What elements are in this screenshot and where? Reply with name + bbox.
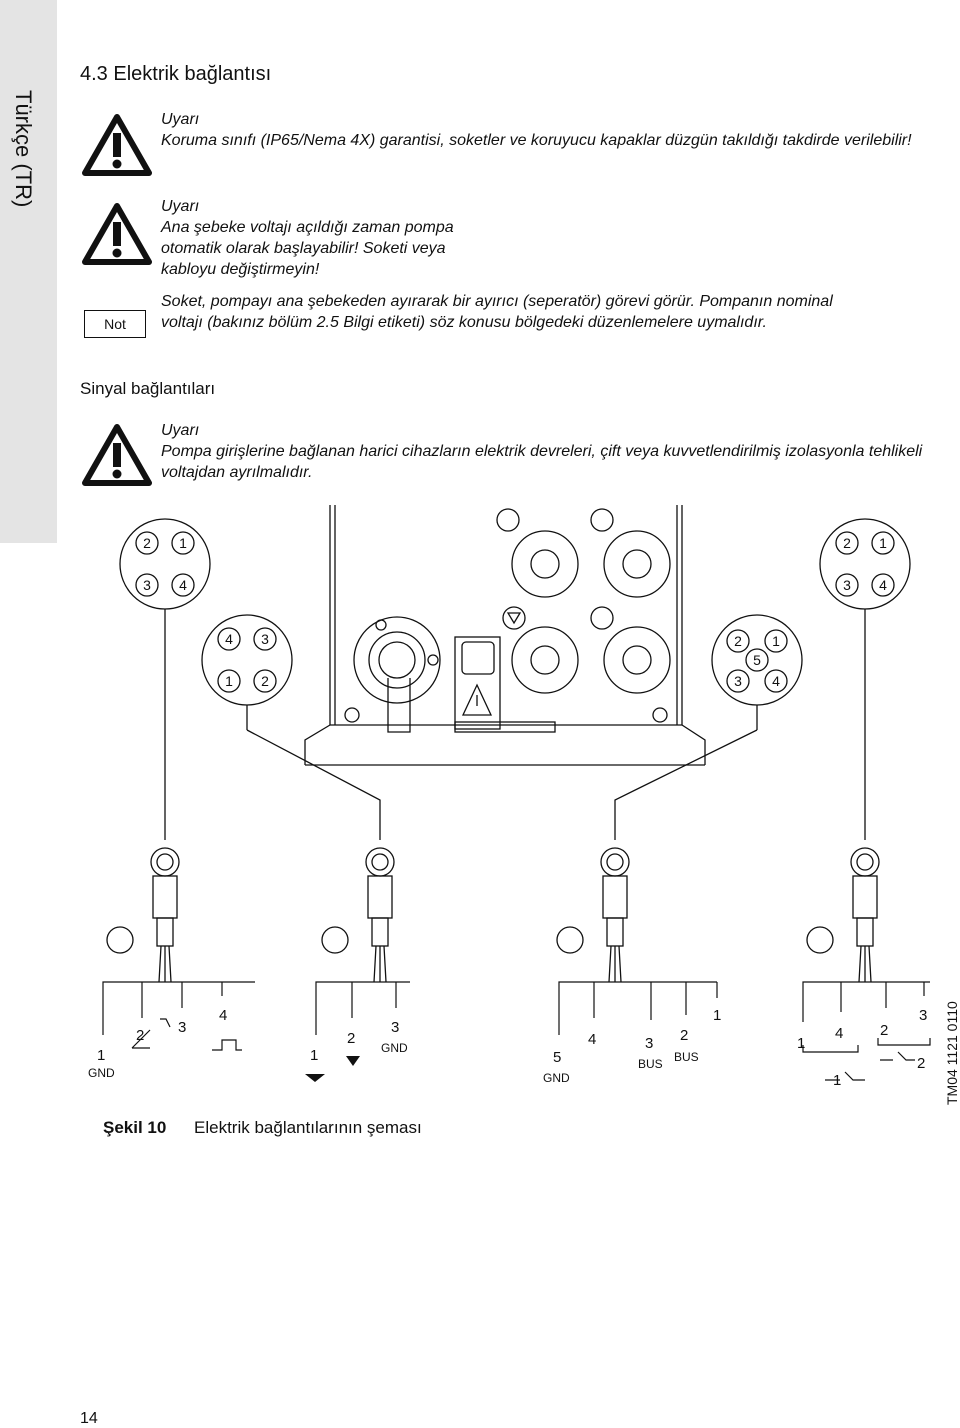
page-number: 14 (80, 1410, 98, 1427)
connector-plug-2 (321, 847, 395, 983)
warning-notice-2: Uyarı Ana şebeke voltajı açıldığı zaman … (161, 196, 941, 280)
notice-text: Koruma sınıfı (IP65/Nema 4X) garantisi, … (161, 132, 912, 149)
notice-text: Ana şebeke voltajı açıldığı zaman pompa … (161, 219, 454, 278)
warning-triangle-icon (82, 114, 152, 176)
notice-label: Uyarı (161, 422, 200, 439)
notice-label: Uyarı (161, 111, 200, 128)
note-text: Soket, pompayı ana şebekeden ayırarak bi… (161, 293, 833, 331)
terminal-label: GND (543, 1071, 570, 1085)
pin-number: 3 (734, 673, 742, 689)
pump-housing (304, 505, 706, 766)
connector-plug-3 (556, 847, 630, 983)
warning-notice-3: Uyarı Pompa girişlerine bağlanan harici … (161, 420, 941, 483)
notice-label: Uyarı (161, 198, 200, 215)
pin-number: 5 (753, 652, 761, 668)
terminal-label: 1 (310, 1047, 318, 1064)
pin-number: 2 (843, 535, 851, 551)
terminal-label: 4 (588, 1031, 596, 1048)
pin-number: 2 (261, 673, 269, 689)
warning-notice-1: Uyarı Koruma sınıfı (IP65/Nema 4X) garan… (161, 109, 941, 151)
terminal-label: 4 (219, 1007, 227, 1024)
terminal-label: GND (88, 1066, 115, 1080)
terminal-label: 4 (835, 1025, 843, 1042)
socket-face-mid-left: 4 3 1 2 (201, 614, 293, 706)
terminal-label: 3 (645, 1035, 653, 1052)
pin-number: 4 (879, 577, 887, 593)
warning-triangle-icon (82, 203, 152, 265)
terminal-label: BUS (638, 1057, 663, 1071)
connector-plug-4 (806, 847, 880, 983)
terminal-label: 1 (97, 1047, 105, 1064)
pin-number: 4 (772, 673, 780, 689)
warning-triangle-icon (82, 424, 152, 486)
terminal-label: 3 (391, 1019, 399, 1036)
pin-number: 3 (261, 631, 269, 647)
pin-number: 3 (143, 577, 151, 593)
pin-number: 2 (734, 633, 742, 649)
socket-face-mid-right: 2 153 4 (711, 614, 803, 706)
section-title: 4.3 Elektrik bağlantısı (80, 63, 272, 85)
terminal-label: BUS (674, 1050, 699, 1064)
terminal-label: 2 (680, 1027, 688, 1044)
pin-number: 4 (225, 631, 233, 647)
notice-text: Pompa girişlerine bağlanan harici cihazl… (161, 443, 923, 481)
subheading: Sinyal bağlantıları (80, 379, 216, 398)
pin-number: 1 (879, 535, 887, 551)
pin-number: 4 (179, 577, 187, 593)
terminal-label: 2 (347, 1030, 355, 1047)
figure-label: Şekil 10 (103, 1118, 167, 1137)
note-box: Not (84, 310, 146, 338)
terminal-label: 3 (919, 1007, 927, 1024)
pin-number: 1 (772, 633, 780, 649)
pin-number: 2 (143, 535, 151, 551)
terminal-label: 3 (178, 1019, 186, 1036)
pin-number: 3 (843, 577, 851, 593)
figure-caption: Elektrik bağlantılarının şeması (194, 1118, 422, 1137)
pin-number: 1 (179, 535, 187, 551)
language-tab: Türkçe (TR) (0, 0, 57, 543)
terminal-label: 5 (553, 1049, 561, 1066)
terminal-label: 2 (917, 1055, 925, 1072)
terminal-label: 1 (713, 1007, 721, 1024)
pin-number: 1 (225, 673, 233, 689)
socket-face-top-left: 2 1 3 4 (119, 518, 211, 610)
terminal-label: 2 (880, 1022, 888, 1039)
terminal-label: 1 (797, 1035, 805, 1052)
socket-face-top-right: 2 1 3 4 (819, 518, 911, 610)
terminal-label: GND (381, 1041, 408, 1055)
connector-plug-1 (106, 847, 180, 983)
language-tab-label: Türkçe (TR) (11, 90, 36, 208)
terminal-label: 2 (136, 1027, 144, 1044)
